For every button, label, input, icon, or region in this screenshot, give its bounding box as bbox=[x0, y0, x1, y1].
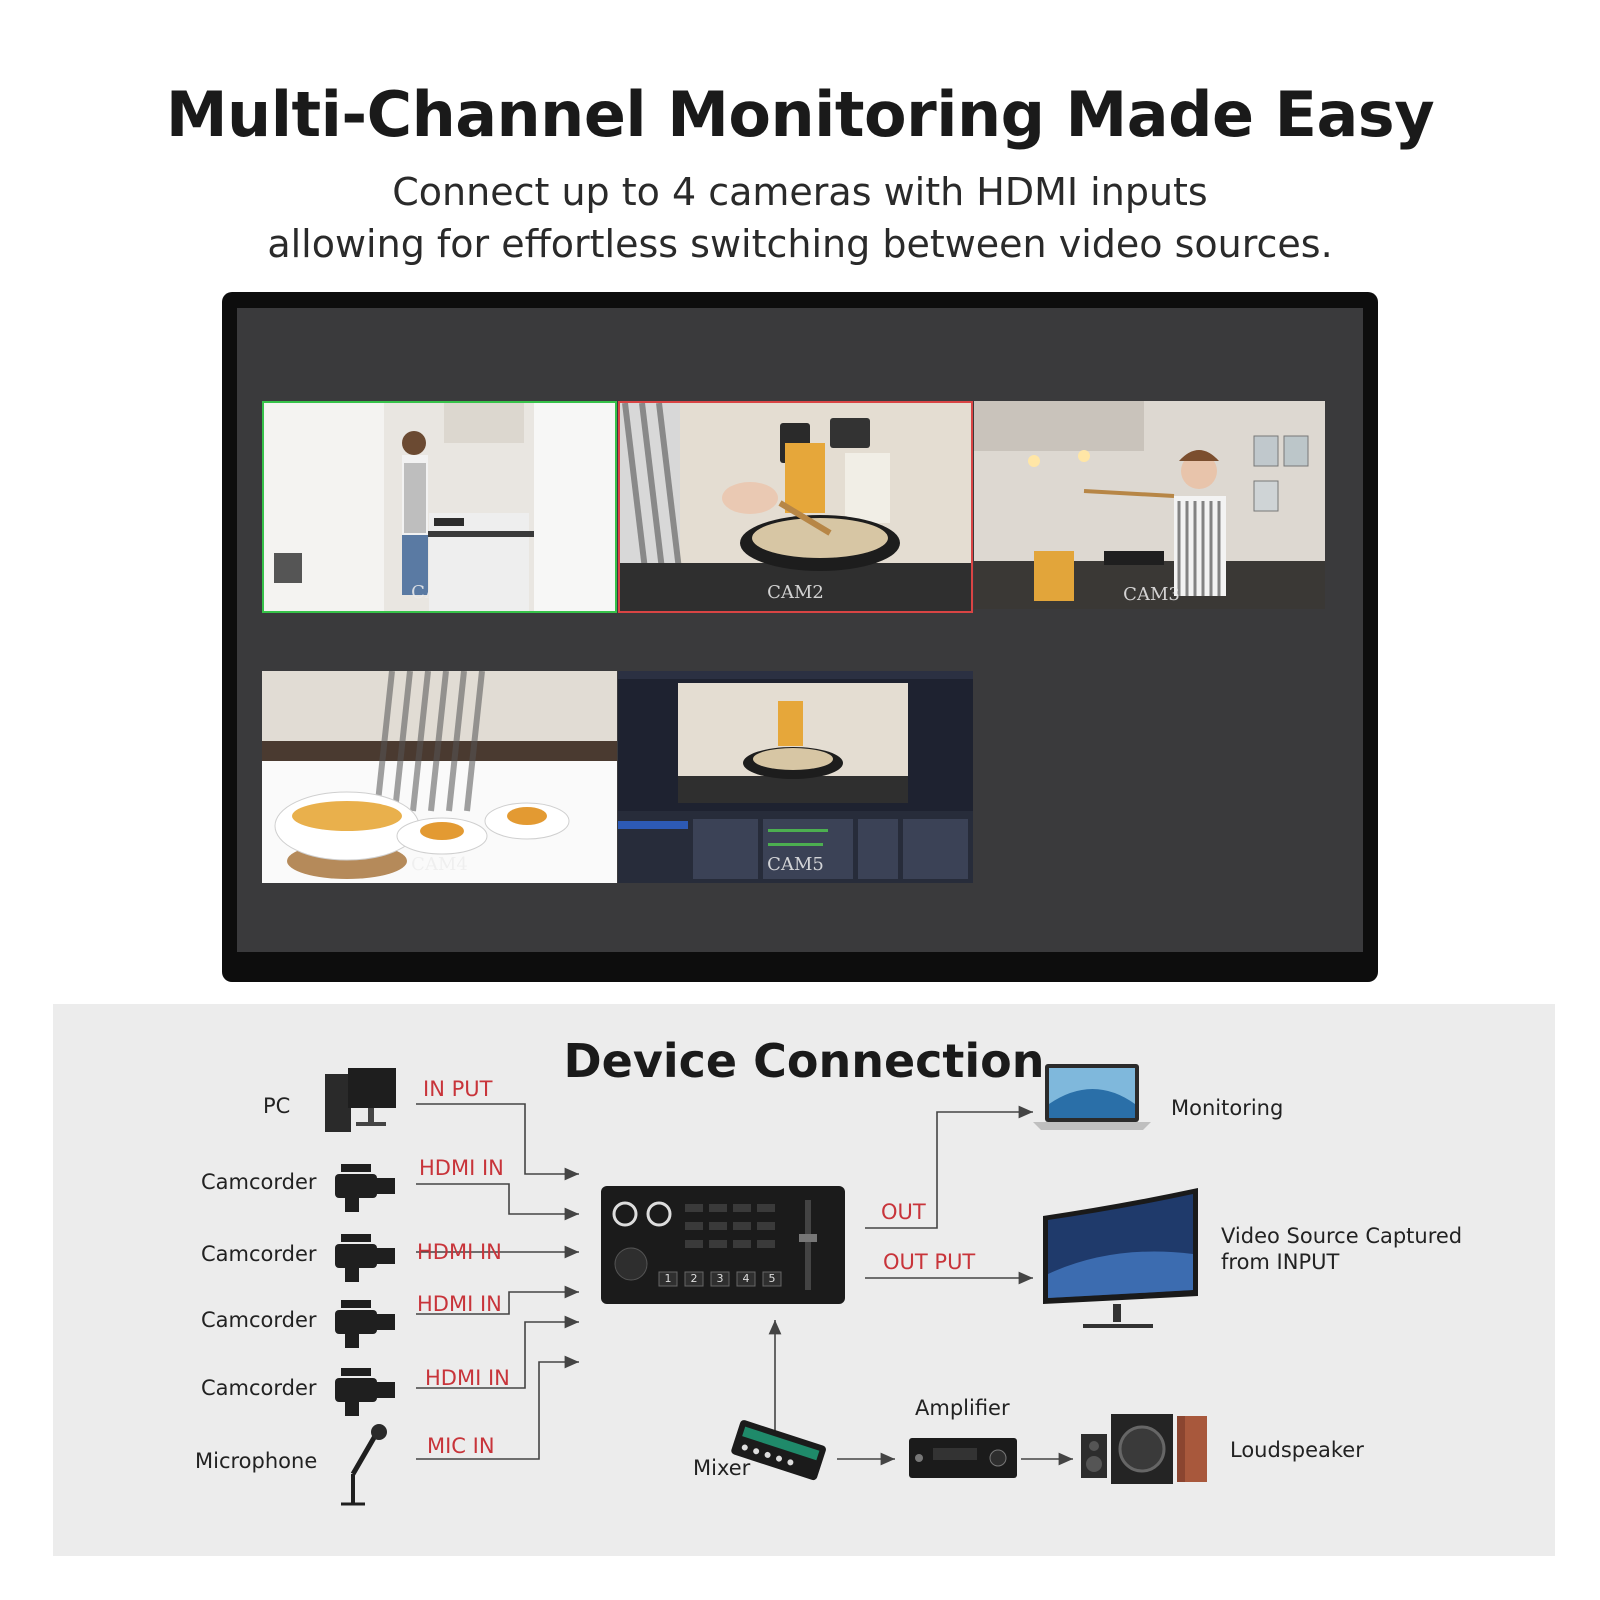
camera-tile-1[interactable]: CAM1 bbox=[262, 401, 617, 613]
device-label-video-source-1: Video Source Captured bbox=[1221, 1224, 1463, 1248]
camcorder-icon bbox=[335, 1300, 395, 1348]
port-label-out: OUT bbox=[881, 1200, 926, 1224]
device-label-amplifier: Amplifier bbox=[915, 1396, 1010, 1420]
camera-caption: CAM4 bbox=[411, 854, 468, 875]
monitor-frame: CAM1 CAM2 bbox=[222, 292, 1378, 982]
camcorder-icon bbox=[335, 1234, 395, 1282]
loudspeaker-icon bbox=[1081, 1414, 1207, 1484]
camera-caption: CAM3 bbox=[1123, 584, 1180, 605]
port-label-hdmi-3: HDMI IN bbox=[417, 1292, 502, 1316]
switcher-button-4[interactable]: 4 bbox=[742, 1272, 750, 1285]
device-connection-title: Device Connection bbox=[563, 1034, 1045, 1088]
kitchen-scene-image bbox=[264, 403, 615, 611]
pc-icon bbox=[325, 1068, 396, 1132]
port-label-hdmi-4: HDMI IN bbox=[425, 1366, 510, 1390]
microphone-icon bbox=[341, 1424, 387, 1506]
device-connection-panel: Device Connection bbox=[53, 1004, 1555, 1556]
port-label-hdmi-1: HDMI IN bbox=[419, 1156, 504, 1180]
camcorder-icon bbox=[335, 1368, 395, 1416]
device-label-loudspeaker: Loudspeaker bbox=[1230, 1438, 1364, 1462]
camera-tile-2[interactable]: CAM2 bbox=[618, 401, 973, 613]
device-label-mixer: Mixer bbox=[693, 1456, 751, 1480]
switcher-button-5[interactable]: 5 bbox=[768, 1272, 776, 1285]
software-screen-image bbox=[618, 671, 973, 883]
device-label-camcorder-4: Camcorder bbox=[201, 1376, 317, 1400]
switcher-button-3[interactable]: 3 bbox=[716, 1272, 724, 1285]
subtitle-line-1: Connect up to 4 cameras with HDMI inputs bbox=[392, 170, 1208, 214]
port-label-mic: MIC IN bbox=[427, 1434, 495, 1458]
switcher-button-2[interactable]: 2 bbox=[690, 1272, 698, 1285]
monitor-screen: CAM1 CAM2 bbox=[237, 308, 1363, 952]
port-label-hdmi-2: HDMI IN bbox=[417, 1240, 502, 1264]
connection-lines bbox=[325, 1064, 1207, 1506]
camcorder-icon bbox=[335, 1164, 395, 1212]
port-label-input: IN PUT bbox=[423, 1077, 493, 1101]
page-title: Multi-Channel Monitoring Made Easy bbox=[165, 78, 1435, 151]
amplifier-icon bbox=[909, 1438, 1017, 1478]
device-label-camcorder-3: Camcorder bbox=[201, 1308, 317, 1332]
mixer-icon bbox=[731, 1420, 826, 1481]
camera-caption: CAM5 bbox=[767, 854, 824, 875]
device-label-monitoring: Monitoring bbox=[1171, 1096, 1284, 1120]
device-label-camcorder-2: Camcorder bbox=[201, 1242, 317, 1266]
pasta-bowls-image bbox=[262, 671, 617, 883]
video-switcher-icon bbox=[601, 1186, 845, 1304]
switcher-button-1[interactable]: 1 bbox=[664, 1272, 672, 1285]
device-label-microphone: Microphone bbox=[195, 1449, 318, 1473]
pan-closeup-image bbox=[620, 403, 971, 611]
port-label-output: OUT PUT bbox=[883, 1250, 976, 1274]
curved-monitor-icon bbox=[1043, 1188, 1198, 1328]
camera-tile-5[interactable]: CAM5 bbox=[618, 671, 973, 883]
cook-portrait-image bbox=[974, 401, 1325, 609]
subtitle-line-2: allowing for effortless switching betwee… bbox=[267, 222, 1333, 266]
device-label-camcorder-1: Camcorder bbox=[201, 1170, 317, 1194]
camera-tile-3[interactable]: CAM3 bbox=[974, 401, 1329, 613]
camera-caption: CAM1 bbox=[411, 582, 468, 603]
camera-tile-4[interactable]: CAM4 bbox=[262, 671, 617, 883]
camera-caption: CAM2 bbox=[767, 582, 824, 603]
device-label-video-source-2: from INPUT bbox=[1221, 1250, 1340, 1274]
device-label-pc: PC bbox=[263, 1094, 291, 1118]
laptop-icon bbox=[1033, 1064, 1151, 1130]
